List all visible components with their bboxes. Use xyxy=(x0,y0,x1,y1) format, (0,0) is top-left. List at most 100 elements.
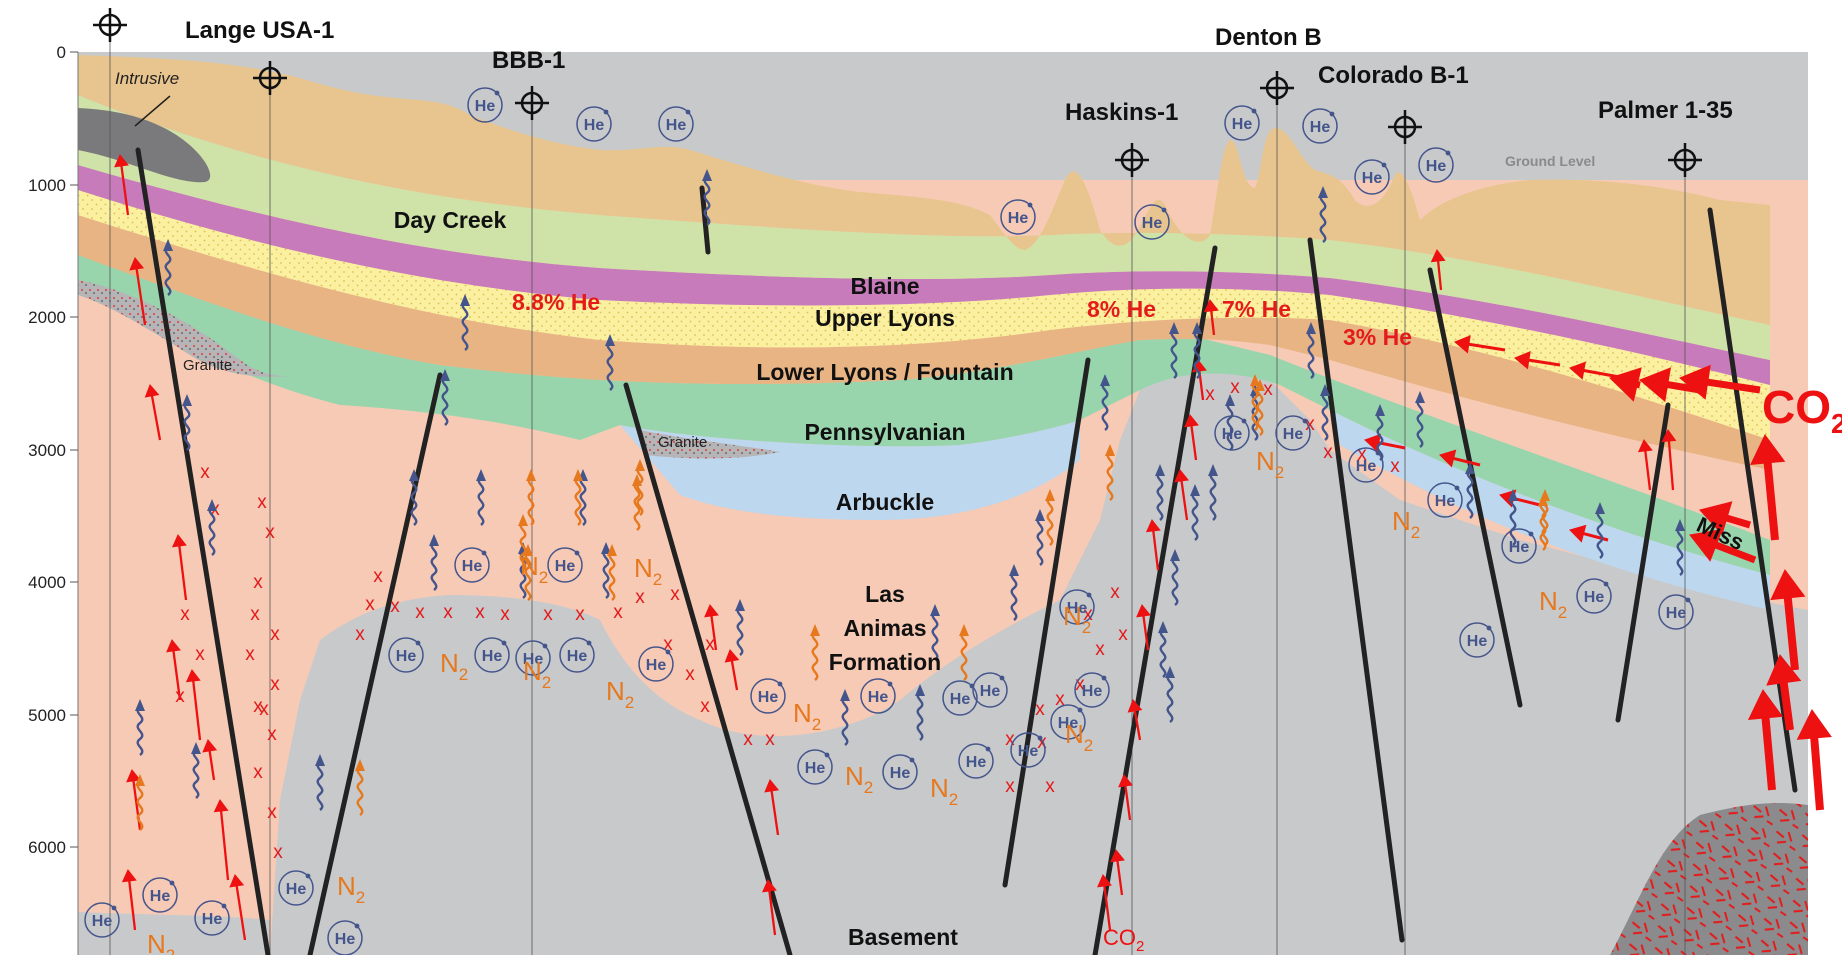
x-marker: x xyxy=(365,594,375,615)
x-marker: x xyxy=(1205,384,1215,405)
well-name-denton: Denton B xyxy=(1215,24,1322,51)
depth-tick-label: 4000 xyxy=(28,573,66,592)
formation-basement: Basement xyxy=(848,924,958,950)
x-marker: x xyxy=(1095,639,1105,660)
depth-tick-label: 3000 xyxy=(28,441,66,460)
svg-text:He: He xyxy=(980,683,1001,700)
formation-arbuckle: Arbuckle xyxy=(836,489,934,515)
x-marker: x xyxy=(765,729,775,750)
x-marker: x xyxy=(415,602,425,623)
well-name-lange: Lange USA-1 xyxy=(185,17,334,44)
he-percent-haskins: 8% He xyxy=(1087,296,1156,322)
x-marker: x xyxy=(685,664,695,685)
svg-text:He: He xyxy=(1362,170,1383,187)
well-name-haskins: Haskins-1 xyxy=(1065,99,1178,126)
ground-level-label: Ground Level xyxy=(1505,153,1595,169)
x-marker: x xyxy=(265,522,275,543)
svg-text:He: He xyxy=(150,888,171,905)
x-marker: x xyxy=(705,634,715,655)
x-marker: x xyxy=(1230,377,1240,398)
x-marker: x xyxy=(443,602,453,623)
x-marker: x xyxy=(259,699,269,720)
svg-text:He: He xyxy=(966,754,987,771)
svg-text:He: He xyxy=(1426,158,1447,175)
x-marker: x xyxy=(1035,699,1045,720)
x-marker: x xyxy=(180,604,190,625)
depth-axis: 0 1000 2000 3000 4000 5000 6000 xyxy=(28,43,78,955)
x-marker: x xyxy=(273,842,283,863)
well-name-palmer: Palmer 1-35 xyxy=(1598,97,1733,124)
x-marker: x xyxy=(195,644,205,665)
x-marker: x xyxy=(1118,624,1128,645)
x-marker: x xyxy=(635,587,645,608)
svg-text:He: He xyxy=(482,648,503,665)
x-marker: x xyxy=(245,644,255,665)
svg-text:He: He xyxy=(462,558,483,575)
he-percent-denton: 7% He xyxy=(1222,296,1291,322)
x-marker: x xyxy=(575,604,585,625)
svg-text:He: He xyxy=(758,689,779,706)
svg-text:He: He xyxy=(646,657,667,674)
x-marker: x xyxy=(200,462,210,483)
svg-text:He: He xyxy=(868,689,889,706)
formation-pennsylvanian: Pennsylvanian xyxy=(804,419,965,445)
x-marker: x xyxy=(257,492,267,513)
layer-stack xyxy=(78,52,1808,955)
depth-tick-label: 0 xyxy=(57,43,66,62)
svg-text:He: He xyxy=(1283,426,1304,443)
x-marker: x xyxy=(1390,456,1400,477)
intrusive-label: Intrusive xyxy=(115,69,179,88)
x-marker: x xyxy=(253,762,263,783)
svg-text:He: He xyxy=(1222,426,1243,443)
svg-text:He: He xyxy=(1008,210,1029,227)
well-name-bbb: BBB-1 xyxy=(492,47,565,74)
svg-text:He: He xyxy=(1584,589,1605,606)
svg-text:He: He xyxy=(890,765,911,782)
granite-label-central: Granite xyxy=(658,434,707,451)
x-marker: x xyxy=(543,604,553,625)
granite-label-west: Granite xyxy=(183,357,232,374)
x-marker: x xyxy=(373,566,383,587)
svg-text:He: He xyxy=(202,911,223,928)
svg-text:He: He xyxy=(1232,116,1253,133)
svg-text:He: He xyxy=(1435,493,1456,510)
depth-tick-label: 6000 xyxy=(28,838,66,857)
svg-text:He: He xyxy=(475,98,496,115)
x-marker: x xyxy=(1045,776,1055,797)
x-marker: x xyxy=(270,674,280,695)
x-marker: x xyxy=(250,604,260,625)
co2-large-label: CO2 xyxy=(1762,381,1842,439)
depth-tick-label: 2000 xyxy=(28,308,66,327)
he-percent-bbb: 8.8% He xyxy=(512,289,600,315)
formation-day-creek: Day Creek xyxy=(394,207,507,233)
svg-text:He: He xyxy=(1142,215,1163,232)
formation-las-animas-1: Las xyxy=(865,581,905,607)
formation-las-animas-3: Formation xyxy=(829,649,941,675)
svg-text:He: He xyxy=(286,881,307,898)
x-marker: x xyxy=(1323,442,1333,463)
x-marker: x xyxy=(700,696,710,717)
svg-text:He: He xyxy=(555,558,576,575)
svg-text:He: He xyxy=(1509,539,1530,556)
depth-tick-label: 5000 xyxy=(28,706,66,725)
x-marker: x xyxy=(475,602,485,623)
well-name-colorado: Colorado B-1 xyxy=(1318,62,1469,89)
formation-blaine: Blaine xyxy=(850,273,919,299)
x-marker: x xyxy=(267,802,277,823)
svg-text:He: He xyxy=(1310,119,1331,136)
he-percent-colorado: 3% He xyxy=(1343,324,1412,350)
x-marker: x xyxy=(390,596,400,617)
x-marker: x xyxy=(355,624,365,645)
depth-tick-label: 1000 xyxy=(28,176,66,195)
well-symbol-icon xyxy=(93,8,127,42)
x-marker: x xyxy=(1110,582,1120,603)
svg-text:He: He xyxy=(950,691,971,708)
x-marker: x xyxy=(613,602,623,623)
svg-text:He: He xyxy=(335,931,356,948)
svg-text:He: He xyxy=(666,117,687,134)
x-marker: x xyxy=(270,624,280,645)
svg-text:He: He xyxy=(1467,633,1488,650)
x-marker: x xyxy=(1005,776,1015,797)
svg-text:He: He xyxy=(567,648,588,665)
